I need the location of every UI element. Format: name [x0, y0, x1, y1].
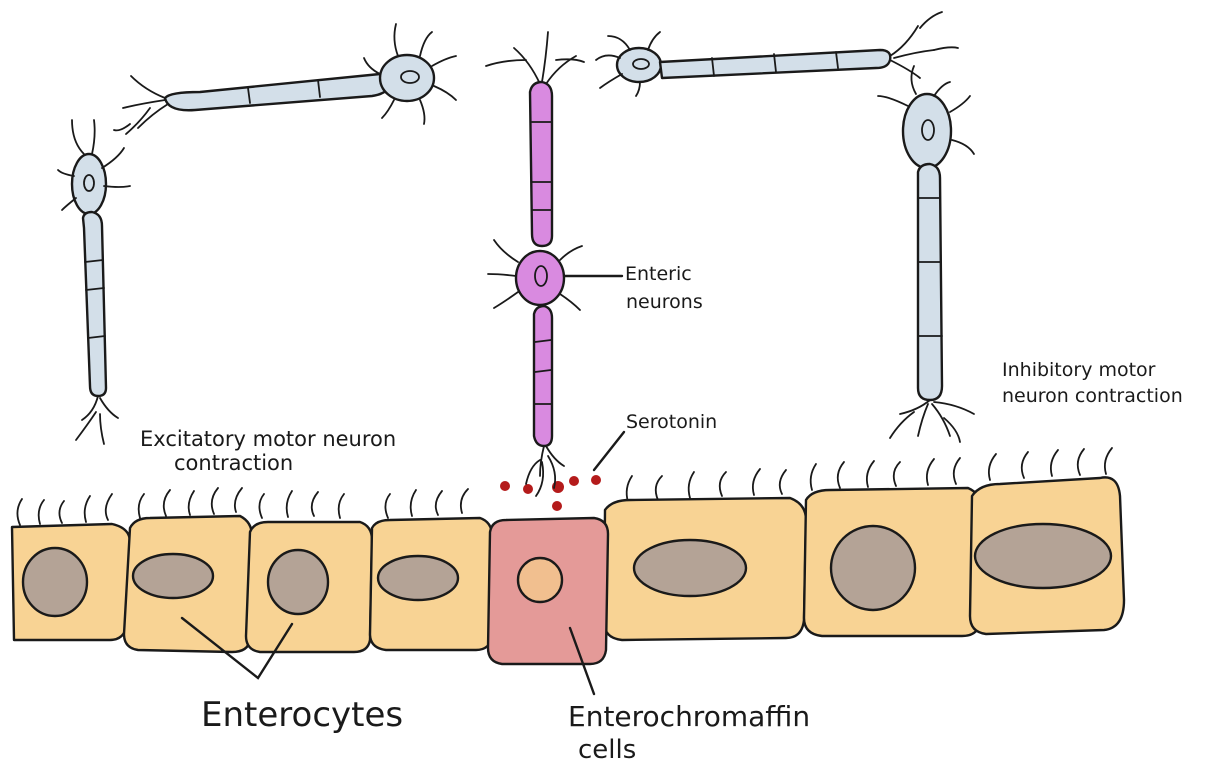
enterocyte-8-nucleus: [975, 524, 1111, 588]
enterocyte-2-nucleus: [133, 554, 213, 598]
excitatory-label-line1: Excitatory motor neuron: [140, 427, 396, 451]
serotonin-granules: [500, 475, 601, 511]
enterochromaffin-nucleus: [518, 558, 562, 602]
enteric-neurons-label-line2: neurons: [626, 291, 703, 313]
enterocyte-3-nucleus: [268, 550, 328, 614]
enterocytes-label: Enterocytes: [201, 695, 403, 735]
enterocyte-7-nucleus: [831, 526, 915, 610]
enterochromaffin-cell: [488, 518, 608, 664]
enterochromaffin-label-line2: cells: [578, 735, 636, 765]
serotonin-pointer: [594, 432, 624, 470]
enterocyte-6-nucleus: [634, 540, 746, 596]
excitatory-label-line2: contraction: [174, 451, 293, 475]
inhibitory-label-line1: Inhibitory motor: [1002, 359, 1156, 381]
enteric-neuron: [486, 32, 622, 496]
enterocyte-4-nucleus: [378, 556, 458, 600]
enterocyte-1-nucleus: [23, 548, 87, 616]
enteric-neurons-label-line1: Enteric: [625, 263, 692, 285]
epithelium: [12, 448, 1124, 664]
enterochromaffin-label-line1: Enterochromaffin: [568, 700, 810, 733]
excitatory-motor-neuron: [58, 24, 456, 444]
serotonin-label: Serotonin: [626, 411, 717, 433]
inhibitory-motor-neuron: [596, 12, 974, 442]
inhibitory-label-line2: neuron contraction: [1002, 385, 1183, 407]
